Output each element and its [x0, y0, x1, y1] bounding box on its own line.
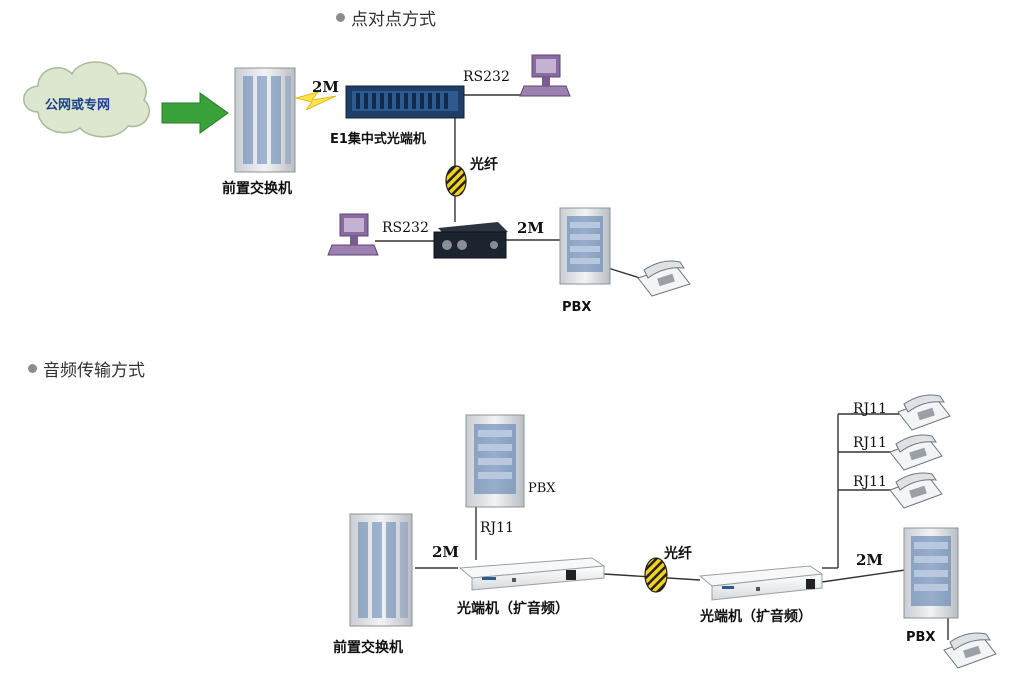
computer-lower-icon: [327, 213, 379, 256]
telephone-top-icon: [637, 260, 691, 297]
fiber-upper-icon: [445, 165, 467, 197]
optical-terminal-left-label: 光端机（扩音频）: [456, 600, 569, 617]
rs232-lower-label: RS232: [382, 220, 429, 236]
pbx-top-label: PBX: [562, 300, 591, 315]
computer-upper-icon: [519, 54, 571, 97]
optical-modem-icon: [433, 222, 508, 259]
optical-terminal-right-icon: [698, 565, 824, 601]
pbx-upper-label: PBX: [528, 481, 556, 496]
rj11-pbx-label: RJ11: [480, 520, 514, 536]
e1-optical-terminal-icon: [345, 85, 465, 119]
telephone-3-icon: [889, 472, 943, 509]
section-heading-text: 点对点方式: [351, 10, 436, 30]
pbx-cabinet-upper-icon: [465, 414, 525, 508]
telephone-1-icon: [897, 394, 951, 431]
fiber-upper-label: 光纤: [469, 156, 498, 173]
front-switch-label: 前置交换机: [222, 180, 292, 197]
lightning-icon: [294, 91, 337, 111]
fiber-lower-label: 光纤: [663, 545, 692, 562]
link-2m-lower-label: 2M: [517, 219, 544, 237]
section-heading-point-to-point: 点对点方式: [336, 5, 436, 30]
optical-terminal-right-label: 光端机（扩音频）: [699, 608, 812, 625]
bullet-dot-icon: [336, 13, 345, 22]
section-heading-text: 音频传输方式: [43, 361, 145, 381]
pbx-cabinet-top-icon: [559, 207, 611, 285]
optical-terminal-left-icon: [458, 557, 606, 591]
bullet-dot-icon: [28, 364, 37, 373]
link-2m-left-label: 2M: [432, 543, 459, 561]
rj11-phone-1-label: RJ11: [853, 401, 887, 417]
pbx-cabinet-right-icon: [903, 527, 959, 619]
telephone-bottom-icon: [943, 632, 997, 669]
link-2m-right-label: 2M: [856, 551, 883, 569]
rj11-phone-2-label: RJ11: [853, 435, 887, 451]
front-switch-cabinet-icon: [234, 67, 296, 173]
cloud-label: 公网或专网: [45, 97, 110, 113]
front-switch-bottom-label: 前置交换机: [333, 639, 403, 656]
rj11-phone-3-label: RJ11: [853, 474, 887, 490]
pbx-right-label: PBX: [906, 630, 935, 645]
fiber-lower-icon: [644, 557, 668, 593]
front-switch-cabinet-bottom-icon: [349, 513, 413, 627]
link-2m-upper-label: 2M: [312, 78, 339, 96]
rs232-upper-label: RS232: [463, 69, 510, 85]
bottom-connection-lines: [415, 413, 949, 640]
cloud-network-icon: [23, 61, 150, 138]
section-heading-audio: 音频传输方式: [28, 356, 145, 381]
telephone-2-icon: [889, 434, 943, 471]
e1-optical-terminal-label: E1集中式光端机: [330, 131, 426, 147]
green-arrow-icon: [161, 92, 229, 134]
